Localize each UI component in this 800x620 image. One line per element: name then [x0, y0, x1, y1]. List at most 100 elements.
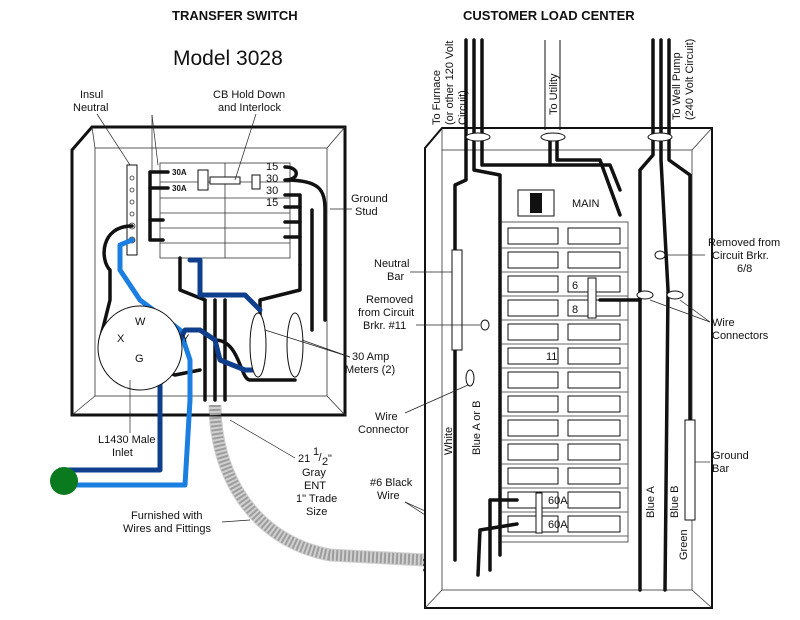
breaker-6: 6: [572, 280, 578, 292]
model-title: Model 3028: [173, 47, 283, 70]
removed-68-label-2: Circuit Brkr.: [712, 250, 769, 262]
load-center-wiring: [453, 38, 692, 592]
inlet-pin-y: Y: [182, 333, 190, 345]
blue-b-wire-label: Blue B: [669, 486, 681, 518]
breaker-slot: [507, 251, 559, 269]
cb-hold-down-label-1: CB Hold Down: [213, 89, 285, 101]
furnace-label-3: Circuit): [457, 90, 469, 125]
breaker-15-bottom: 15: [266, 197, 278, 209]
furnace-label-2: (or other 120 Volt: [444, 41, 456, 125]
tie-bar-6-8: [587, 277, 597, 319]
breaker-slot: [507, 419, 559, 437]
conduit-trade: 1" Trade: [296, 493, 337, 505]
removed-11-label-3: Brkr. #11: [363, 320, 406, 332]
black-wire-label-1: #6 Black: [370, 477, 413, 489]
removed-11-label-2: from Circuit: [358, 307, 414, 319]
breaker-slot: [567, 227, 621, 245]
neutral-bar-label-2: Bar: [387, 271, 404, 283]
wire-connector-icon: [465, 369, 475, 387]
inlet-label-2: Inlet: [112, 447, 133, 459]
wire-connectors-label-1: Wire: [712, 317, 735, 329]
black-wire-label-2: Wire: [377, 490, 400, 502]
load-center-breakers: [500, 227, 628, 537]
furnace-label-1: To Furnace: [431, 70, 443, 125]
meters-label-2: Meters (2): [345, 364, 395, 376]
conduit-size-slash: /: [319, 452, 323, 464]
furnished-label-2: Wires and Fittings: [123, 523, 212, 535]
breaker-15-top: 15: [266, 161, 278, 173]
well-pump-label-2: (240 Volt Circuit): [684, 39, 696, 120]
conduit-size-inch: ": [328, 453, 332, 465]
breaker-30a-bottom: 30A: [172, 184, 187, 193]
breaker-slot: [567, 515, 621, 533]
wire-connector-icon-a: [636, 290, 654, 300]
l1430-inlet: [97, 305, 183, 391]
breaker-slot: [567, 395, 621, 413]
removed-68-label-3: 6/8: [737, 263, 752, 275]
removed-68-label-1: Removed from: [708, 237, 780, 249]
blue-a-wire-label: Blue A: [645, 486, 657, 518]
conduit-ent: [209, 404, 426, 566]
dark-blue-wire-top: [187, 257, 263, 313]
cb-hold-down-label-2: and Interlock: [218, 102, 281, 114]
breaker-11: 11: [546, 351, 557, 363]
neutral-bar-label-1: Neutral: [374, 258, 409, 270]
breaker-slot: [567, 419, 621, 437]
conduit-gray: Gray: [302, 467, 326, 479]
wire-connectors-label-2: Connectors: [712, 330, 769, 342]
main-breaker-handle: [530, 193, 542, 213]
breaker-slot: [567, 251, 621, 269]
breaker-slot: [507, 395, 559, 413]
green-wire-label: Green: [678, 529, 690, 560]
conduit-size-word: Size: [306, 506, 327, 518]
wire-connector-icon-b: [666, 290, 684, 300]
breaker-30-a: 30: [266, 173, 278, 185]
blue-ab-wire-label: Blue A or B: [471, 401, 483, 455]
conduit-ent-label: ENT: [304, 480, 326, 492]
removed-11-label-1: Removed: [366, 294, 413, 306]
transfer-switch-heading: TRANSFER SWITCH: [172, 8, 298, 23]
ground-stud-label-1: Ground: [351, 193, 388, 205]
ground-bar: [684, 419, 696, 521]
meters-label-1: 30 Amp: [352, 351, 389, 363]
load-center-heading: CUSTOMER LOAD CENTER: [463, 8, 635, 23]
inlet-label-1: L1430 Male: [98, 434, 156, 446]
breaker-slot: [567, 467, 621, 485]
conduit-size-whole: 21: [298, 453, 310, 465]
breaker-slot: [567, 323, 621, 341]
breaker-slot: [567, 443, 621, 461]
white-wire-label: White: [443, 427, 455, 455]
inlet-pin-w: W: [135, 316, 146, 328]
breaker-slot: [507, 299, 559, 317]
switch-breaker-panel: [159, 162, 291, 259]
cb-hold-down-bar: [209, 176, 241, 185]
insul-neutral-label-1: Insul: [80, 89, 103, 101]
breaker-30a-top: 30A: [172, 168, 187, 177]
wire-connector-label-1: Wire: [375, 411, 398, 423]
breaker-30-b: 30: [266, 185, 278, 197]
breaker-slot: [507, 323, 559, 341]
main-label: MAIN: [572, 198, 600, 210]
conduit-size-den: 2: [322, 456, 328, 468]
breaker-slot: [507, 275, 559, 293]
breaker-slot: [567, 371, 621, 389]
breaker-slot: [507, 347, 559, 365]
inlet-pin-g: G: [135, 353, 144, 365]
amp-meters: [249, 312, 304, 378]
blue-neutral-wire: [57, 237, 193, 488]
conduit-size-num: 1: [313, 446, 319, 458]
breaker-60a-1: 60A: [548, 495, 568, 507]
insul-neutral-label-2: Neutral: [73, 102, 108, 114]
tie-bar-60a: [535, 492, 543, 534]
breaker-slot: [507, 227, 559, 245]
wire-connector-label-2: Connector: [358, 424, 409, 436]
utility-label: To Utility: [548, 73, 560, 115]
breaker-slot: [567, 347, 621, 365]
ground-stud-label-2: Stud: [355, 206, 378, 218]
breaker-slot: [507, 443, 559, 461]
ground-bar-label-1: Ground: [712, 450, 749, 462]
breaker-slot: [567, 491, 621, 509]
ground-rod-icon: [50, 467, 78, 495]
breaker-60a-2: 60A: [548, 519, 568, 531]
